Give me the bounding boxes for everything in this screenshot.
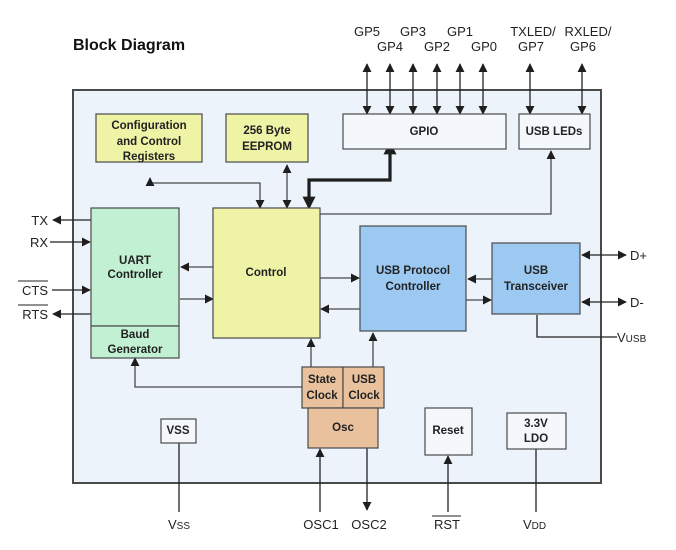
usb-protocol-label-2: Controller <box>386 281 441 293</box>
config-label-3: Registers <box>123 151 175 163</box>
pin-gp6: GP6 <box>570 39 596 54</box>
gpio-block: GPIO <box>342 113 507 150</box>
pin-rts: RTS <box>22 307 48 322</box>
pin-osc2: OSC2 <box>351 517 386 532</box>
usb-protocol-controller-block: USB Protocol Controller <box>359 225 467 332</box>
pin-txled: TXLED/ <box>510 24 556 39</box>
pin-rx: RX <box>30 235 48 250</box>
state-clock-block: State Clock <box>301 366 344 409</box>
baud-label-2: Generator <box>108 344 163 356</box>
pin-dminus: D- <box>630 295 644 310</box>
uart-label-2: Controller <box>108 269 163 281</box>
ldo-block: 3.3V LDO <box>506 412 567 450</box>
usb-clock-label-1: USB <box>352 374 376 386</box>
control-block: Control <box>212 207 321 339</box>
baud-generator-block: Baud Generator <box>90 325 180 359</box>
control-gpio-bus <box>302 141 397 210</box>
osc-label: Osc <box>332 422 354 434</box>
pin-gp5: GP5 <box>354 24 380 39</box>
pin-gp3: GP3 <box>400 24 426 39</box>
pin-rxled: RXLED/ <box>565 24 612 39</box>
uart-controller-block: UART Controller <box>90 207 180 327</box>
pin-gp4: GP4 <box>377 39 403 54</box>
usb-transceiver-label-2: Transceiver <box>504 281 568 293</box>
state-clock-label-1: State <box>308 374 336 386</box>
usb-transceiver-block: USB Transceiver <box>491 242 581 315</box>
pin-vss: VSS <box>168 517 190 532</box>
usb-clock-block: USB Clock <box>342 366 385 409</box>
usb-leds-block: USB LEDs <box>518 113 591 150</box>
vss-block: VSS <box>160 418 197 444</box>
pin-gp1: GP1 <box>447 24 473 39</box>
pin-gp2: GP2 <box>424 39 450 54</box>
reset-block: Reset <box>424 407 473 456</box>
pin-vdd: VDD <box>523 517 546 532</box>
pin-gp0: GP0 <box>471 39 497 54</box>
eeprom-block: 256 Byte EEPROM <box>225 113 309 163</box>
pin-gp7: GP7 <box>518 39 544 54</box>
vusb-wire <box>536 315 617 338</box>
pin-cts: CTS <box>22 283 48 298</box>
usb-clock-label-2: Clock <box>348 390 380 402</box>
uart-label-1: UART <box>119 255 151 267</box>
config-registers-block: Configuration and Control Registers <box>95 113 203 163</box>
config-control-wire <box>145 177 265 209</box>
eeprom-label-1: 256 Byte <box>243 125 290 137</box>
usb-leds-label: USB LEDs <box>526 126 583 138</box>
diagram-title: Block Diagram <box>73 37 185 54</box>
config-label-1: Configuration <box>111 120 186 132</box>
config-label-2: and Control <box>117 136 182 148</box>
ldo-label-1: 3.3V <box>524 418 548 430</box>
eeprom-label-2: EEPROM <box>242 141 292 153</box>
pin-vusb: VUSB <box>617 330 647 345</box>
state-clock-label-2: Clock <box>306 390 338 402</box>
reset-label: Reset <box>432 425 463 437</box>
usb-protocol-label-1: USB Protocol <box>376 265 450 277</box>
control-label: Control <box>246 267 287 279</box>
stateclock-to-baud-wire <box>130 357 302 388</box>
gpio-label: GPIO <box>410 126 439 138</box>
pin-osc1: OSC1 <box>303 517 338 532</box>
control-usbleds-wire <box>320 150 556 215</box>
baud-label-1: Baud <box>121 329 150 341</box>
pin-dplus: D+ <box>630 248 647 263</box>
pin-rst: RST <box>434 517 460 532</box>
ldo-label-2: LDO <box>524 433 548 445</box>
usb-transceiver-label-1: USB <box>524 265 548 277</box>
pin-tx: TX <box>31 213 48 228</box>
gpio-pin-wires <box>362 63 587 115</box>
osc-block: Osc <box>307 407 379 449</box>
vss-block-label: VSS <box>166 425 189 437</box>
